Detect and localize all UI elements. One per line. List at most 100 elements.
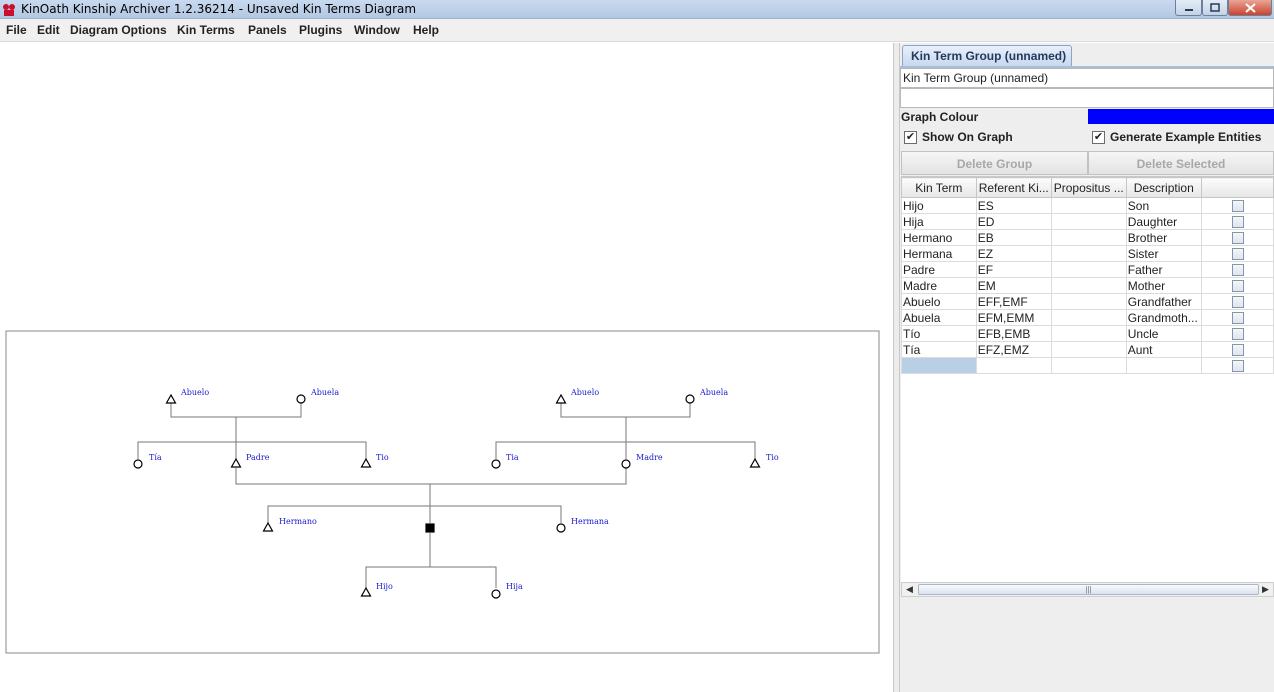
maximize-button[interactable] bbox=[1202, 0, 1228, 16]
female-symbol-m-tia[interactable] bbox=[491, 459, 501, 469]
col-header-propositus[interactable]: Propositus ... bbox=[1050, 177, 1127, 198]
cell-kin-term[interactable]: Abuela bbox=[901, 309, 977, 326]
cell-kin-term[interactable]: Madre bbox=[901, 277, 977, 294]
menu-plugins[interactable]: Plugins bbox=[299, 23, 343, 37]
col-header-description[interactable]: Description bbox=[1125, 177, 1202, 198]
cell-propositus[interactable] bbox=[1050, 325, 1127, 342]
cell-propositus[interactable] bbox=[1050, 309, 1127, 326]
show-on-graph-option[interactable]: ✔ Show On Graph bbox=[904, 130, 1013, 144]
cell-select[interactable] bbox=[1200, 213, 1274, 230]
male-symbol-p-abuelo[interactable] bbox=[165, 393, 177, 404]
col-header-kin-term[interactable]: Kin Term bbox=[901, 177, 977, 198]
cell-description[interactable]: Mother bbox=[1125, 277, 1202, 294]
row-select-checkbox[interactable] bbox=[1231, 296, 1244, 309]
female-symbol-hermana[interactable] bbox=[556, 523, 566, 533]
scroll-right-icon[interactable]: ▶ bbox=[1262, 584, 1269, 594]
cell-select[interactable] bbox=[1200, 245, 1274, 262]
scrollbar-thumb[interactable]: ||| bbox=[918, 584, 1259, 595]
row-select-checkbox[interactable] bbox=[1231, 344, 1244, 357]
table-row[interactable]: Tío EFB,EMB Uncle bbox=[901, 325, 1274, 342]
table-row-new[interactable] bbox=[901, 357, 1274, 374]
row-select-checkbox[interactable] bbox=[1231, 360, 1244, 373]
male-symbol-p-tio[interactable] bbox=[360, 457, 372, 468]
table-row[interactable]: Hermano EB Brother bbox=[901, 229, 1274, 246]
col-header-referent-kin-type[interactable]: Referent Ki... bbox=[975, 177, 1052, 198]
cell-kin-term[interactable]: Padre bbox=[901, 261, 977, 278]
cell-referent[interactable]: EFB,EMB bbox=[975, 325, 1052, 342]
cell-referent[interactable]: EB bbox=[975, 229, 1052, 246]
generate-examples-checkbox[interactable]: ✔ bbox=[1092, 130, 1105, 144]
table-row[interactable]: Madre EM Mother bbox=[901, 277, 1274, 294]
cell-description[interactable]: Father bbox=[1125, 261, 1202, 278]
menu-edit[interactable]: Edit bbox=[37, 23, 60, 37]
cell-select[interactable] bbox=[1200, 229, 1274, 246]
male-symbol-m-tio[interactable] bbox=[749, 457, 761, 468]
row-select-checkbox[interactable] bbox=[1231, 232, 1244, 245]
cell-description[interactable]: Grandfather bbox=[1125, 293, 1202, 310]
cell-kin-term[interactable]: Hija bbox=[901, 213, 977, 230]
cell-referent[interactable]: EF bbox=[975, 261, 1052, 278]
table-row[interactable]: Tía EFZ,EMZ Aunt bbox=[901, 341, 1274, 358]
cell-description[interactable]: Grandmoth... bbox=[1125, 309, 1202, 326]
col-header-select[interactable] bbox=[1200, 177, 1274, 198]
cell-referent[interactable]: EZ bbox=[975, 245, 1052, 262]
female-symbol-hija[interactable] bbox=[491, 589, 501, 599]
cell-propositus[interactable] bbox=[1050, 293, 1127, 310]
tab-kin-term-group[interactable]: Kin Term Group (unnamed) bbox=[902, 45, 1072, 66]
horizontal-scrollbar[interactable]: ◀ ||| ▶ bbox=[901, 582, 1274, 597]
row-select-checkbox[interactable] bbox=[1231, 312, 1244, 325]
male-symbol-hermano[interactable] bbox=[262, 521, 274, 532]
cell-select[interactable] bbox=[1200, 293, 1274, 310]
cell-description[interactable]: Son bbox=[1125, 197, 1202, 214]
menu-diagram-options[interactable]: Diagram Options bbox=[70, 23, 167, 37]
row-select-checkbox[interactable] bbox=[1231, 200, 1244, 213]
male-symbol-m-abuelo[interactable] bbox=[555, 393, 567, 404]
row-select-checkbox[interactable] bbox=[1231, 328, 1244, 341]
graph-colour-swatch[interactable] bbox=[1088, 109, 1274, 124]
delete-selected-button[interactable]: Delete Selected bbox=[1088, 151, 1274, 175]
menu-panels[interactable]: Panels bbox=[248, 23, 287, 37]
male-symbol-padre[interactable] bbox=[230, 457, 242, 468]
cell-select[interactable] bbox=[1200, 341, 1274, 358]
cell-description[interactable]: Daughter bbox=[1125, 213, 1202, 230]
cell-referent[interactable]: ED bbox=[975, 213, 1052, 230]
show-on-graph-checkbox[interactable]: ✔ bbox=[904, 130, 917, 144]
cell-description[interactable] bbox=[1125, 357, 1202, 374]
menu-help[interactable]: Help bbox=[413, 23, 440, 37]
cell-kin-term[interactable] bbox=[901, 357, 977, 374]
table-row[interactable]: Abuelo EFF,EMF Grandfather bbox=[901, 293, 1274, 310]
cell-select[interactable] bbox=[1200, 309, 1274, 326]
cell-select[interactable] bbox=[1200, 261, 1274, 278]
group-name-field[interactable]: Kin Term Group (unnamed) bbox=[900, 68, 1274, 88]
male-symbol-hijo[interactable] bbox=[360, 586, 372, 597]
cell-kin-term[interactable]: Tía bbox=[901, 341, 977, 358]
panel-splitter[interactable] bbox=[893, 43, 900, 692]
generate-examples-option[interactable]: ✔ Generate Example Entities bbox=[1092, 130, 1261, 144]
menu-window[interactable]: Window bbox=[354, 23, 400, 37]
cell-select[interactable] bbox=[1200, 357, 1274, 374]
cell-propositus[interactable] bbox=[1050, 197, 1127, 214]
cell-referent[interactable]: EFZ,EMZ bbox=[975, 341, 1052, 358]
cell-propositus[interactable] bbox=[1050, 357, 1127, 374]
table-row[interactable]: Hermana EZ Sister bbox=[901, 245, 1274, 262]
cell-kin-term[interactable]: Hijo bbox=[901, 197, 977, 214]
cell-select[interactable] bbox=[1200, 277, 1274, 294]
menu-kin-terms[interactable]: Kin Terms bbox=[177, 23, 235, 37]
female-symbol-p-tia[interactable] bbox=[133, 459, 143, 469]
cell-propositus[interactable] bbox=[1050, 245, 1127, 262]
scroll-left-icon[interactable]: ◀ bbox=[906, 584, 913, 594]
table-row[interactable]: Abuela EFM,EMM Grandmoth... bbox=[901, 309, 1274, 326]
female-symbol-m-abuela[interactable] bbox=[685, 394, 695, 404]
row-select-checkbox[interactable] bbox=[1231, 264, 1244, 277]
minimize-button[interactable] bbox=[1175, 0, 1202, 16]
close-button[interactable] bbox=[1228, 0, 1272, 16]
female-symbol-p-abuela[interactable] bbox=[296, 394, 306, 404]
group-description-field[interactable] bbox=[900, 88, 1274, 108]
cell-propositus[interactable] bbox=[1050, 229, 1127, 246]
cell-referent[interactable] bbox=[975, 357, 1052, 374]
cell-select[interactable] bbox=[1200, 197, 1274, 214]
cell-kin-term[interactable]: Hermano bbox=[901, 229, 977, 246]
cell-description[interactable]: Uncle bbox=[1125, 325, 1202, 342]
cell-propositus[interactable] bbox=[1050, 277, 1127, 294]
table-row[interactable]: Padre EF Father bbox=[901, 261, 1274, 278]
